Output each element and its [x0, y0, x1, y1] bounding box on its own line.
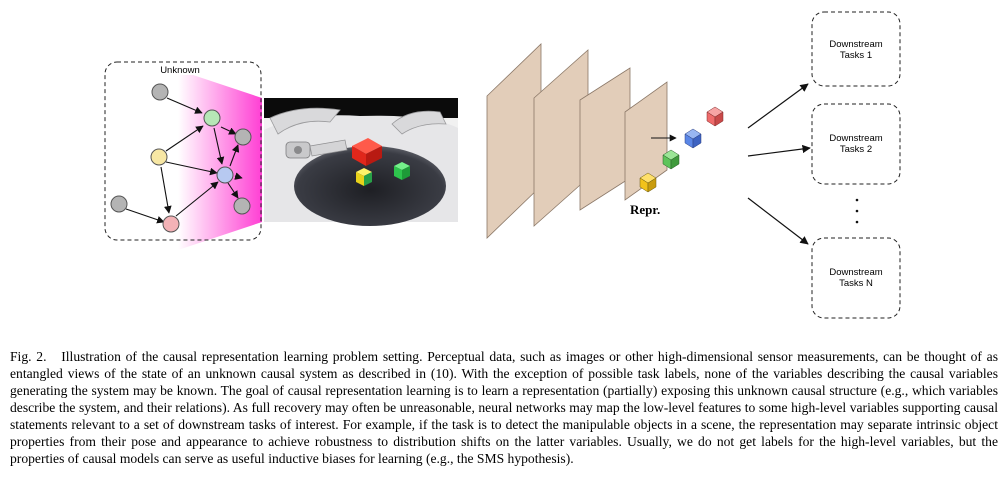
graph-node-gray-top	[151, 83, 169, 101]
nn-layer-4	[624, 81, 668, 201]
projection-cone	[178, 70, 262, 250]
task-1-line1: Downstream	[829, 39, 882, 50]
repr-cube-red	[706, 106, 724, 127]
repr-label: Repr.	[630, 202, 660, 217]
task-2-line2: Tasks 2	[840, 144, 872, 155]
graph-node-yellow	[150, 148, 168, 166]
photo-yellow-cube	[356, 168, 372, 186]
robot-scene-image	[264, 98, 458, 226]
caption-label: Fig. 2.	[10, 349, 47, 364]
figure-caption: Fig. 2. Illustration of the causal repre…	[10, 348, 998, 467]
downstream-task-2: Downstream Tasks 2	[811, 103, 901, 185]
photo-green-cube	[394, 162, 410, 180]
unknown-label-bg	[150, 63, 204, 75]
nn-layer-1	[486, 43, 542, 239]
graph-edges	[125, 97, 243, 224]
graph-node-gray-right-top	[234, 128, 252, 146]
graph-nodes	[110, 83, 252, 233]
figure-canvas: Unknown	[104, 11, 901, 319]
ellipsis-dots	[855, 198, 859, 224]
unknown-graph-box	[104, 61, 262, 241]
task-1-line2: Tasks 1	[840, 50, 872, 61]
repr-cube-green	[662, 149, 680, 170]
repr-cube-blue	[684, 128, 702, 149]
repr-cube-yellow	[639, 172, 657, 193]
task-n-line1: Downstream	[829, 267, 882, 278]
graph-node-gray-left	[110, 195, 128, 213]
photo-red-cube	[352, 138, 382, 166]
downstream-task-n: Downstream Tasks N	[811, 237, 901, 319]
caption-text: Illustration of the causal representatio…	[10, 349, 998, 466]
graph-node-green	[203, 109, 221, 127]
graph-node-pink	[162, 215, 180, 233]
unknown-label: Unknown	[160, 65, 200, 76]
figure: Unknown	[104, 11, 901, 319]
task-n-line2: Tasks N	[839, 278, 873, 289]
graph-node-blue	[216, 166, 234, 184]
task-2-line1: Downstream	[829, 133, 882, 144]
neural-network-layers	[486, 43, 668, 239]
graph-node-gray-right-bottom	[233, 197, 251, 215]
downstream-task-1: Downstream Tasks 1	[811, 11, 901, 87]
task-arrows	[747, 83, 811, 245]
